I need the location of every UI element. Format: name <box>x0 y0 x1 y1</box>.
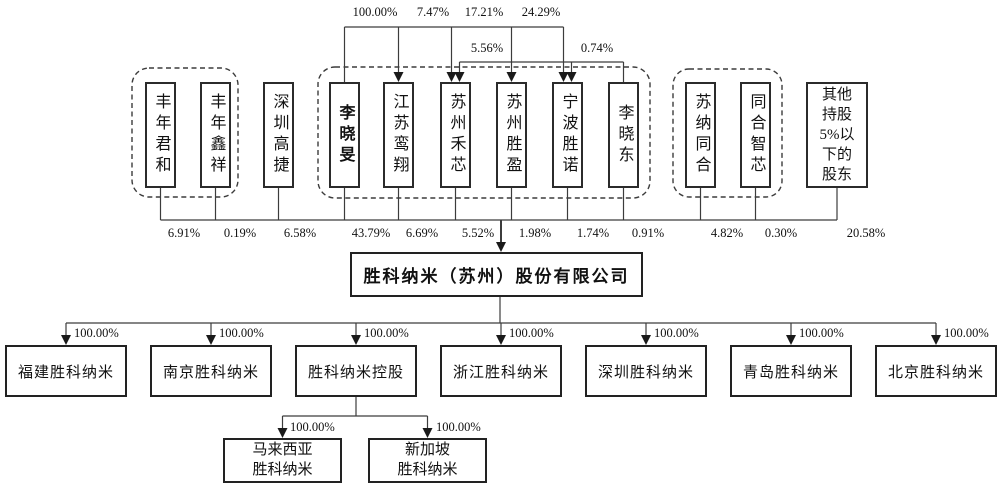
shareholder-pct: 6.58% <box>283 226 317 240</box>
group-outline-fengnian <box>131 67 239 198</box>
subsidiary-box: 南京胜科纳米 <box>150 345 272 397</box>
subsidiary-box: 浙江胜科纳米 <box>440 345 562 397</box>
subsidiary-pct: 100.00% <box>219 326 264 340</box>
shareholder-pct: 0.91% <box>631 226 665 240</box>
shareholder-box: 江苏鸾翔 <box>383 82 414 188</box>
shareholder-pct: 6.69% <box>405 226 439 240</box>
subsidiary-pct: 100.00% <box>509 326 554 340</box>
shareholder-pct: 5.52% <box>461 226 495 240</box>
subsidiary-pct: 100.00% <box>74 326 119 340</box>
subsidiary-box: 福建胜科纳米 <box>5 345 127 397</box>
shareholder-box: 丰年鑫祥 <box>200 82 231 188</box>
group-outline-tonghe <box>672 68 783 198</box>
subsidiary-box: 青岛胜科纳米 <box>730 345 852 397</box>
shareholder-box: 同合智芯 <box>740 82 771 188</box>
shareholder-box: 宁波胜诺 <box>552 82 583 188</box>
shareholder-box: 丰年君和 <box>145 82 176 188</box>
shareholder-pct: 43.79% <box>351 226 391 240</box>
shareholder-pct: 0.19% <box>223 226 257 240</box>
shareholder-box: 苏纳同合 <box>685 82 716 188</box>
subsidiary-box: 深圳胜科纳米 <box>585 345 707 397</box>
subsidiary-box-holding: 胜科纳米控股 <box>295 345 417 397</box>
holding-child-pct: 100.00% <box>290 420 335 434</box>
ownership-pct: 17.21% <box>464 5 504 19</box>
subsidiary-box: 北京胜科纳米 <box>875 345 997 397</box>
subsidiary-pct: 100.00% <box>654 326 699 340</box>
holding-child-box: 马来西亚 胜科纳米 <box>223 438 342 483</box>
holding-child-box: 新加坡 胜科纳米 <box>368 438 487 483</box>
subsidiary-pct: 100.00% <box>944 326 989 340</box>
ownership-pct: 5.56% <box>470 41 504 55</box>
shareholder-pct: 1.98% <box>518 226 552 240</box>
shareholder-box: 李晓东 <box>608 82 639 188</box>
shareholder-box: 苏州胜盈 <box>496 82 527 188</box>
shareholder-pct: 6.91% <box>167 226 201 240</box>
shareholder-pct: 20.58% <box>846 226 886 240</box>
ownership-pct: 7.47% <box>416 5 450 19</box>
shareholder-box: 苏州禾芯 <box>440 82 471 188</box>
shareholder-pct: 1.74% <box>576 226 610 240</box>
shareholder-box: 深圳高捷 <box>263 82 294 188</box>
ownership-pct: 100.00% <box>352 5 398 19</box>
group-outline-lixiaomin <box>317 66 651 199</box>
subsidiary-pct: 100.00% <box>799 326 844 340</box>
ownership-pct: 24.29% <box>521 5 561 19</box>
shareholder-pct: 4.82% <box>710 226 744 240</box>
shareholder-pct: 0.30% <box>764 226 798 240</box>
ownership-pct: 0.74% <box>580 41 614 55</box>
shareholder-box-others: 其他持股5%以下的股东 <box>806 82 868 188</box>
company-box: 胜科纳米（苏州）股份有限公司 <box>350 252 643 297</box>
holding-child-pct: 100.00% <box>436 420 481 434</box>
shareholder-box-controller: 李晓旻 <box>329 82 360 188</box>
subsidiary-pct: 100.00% <box>364 326 409 340</box>
